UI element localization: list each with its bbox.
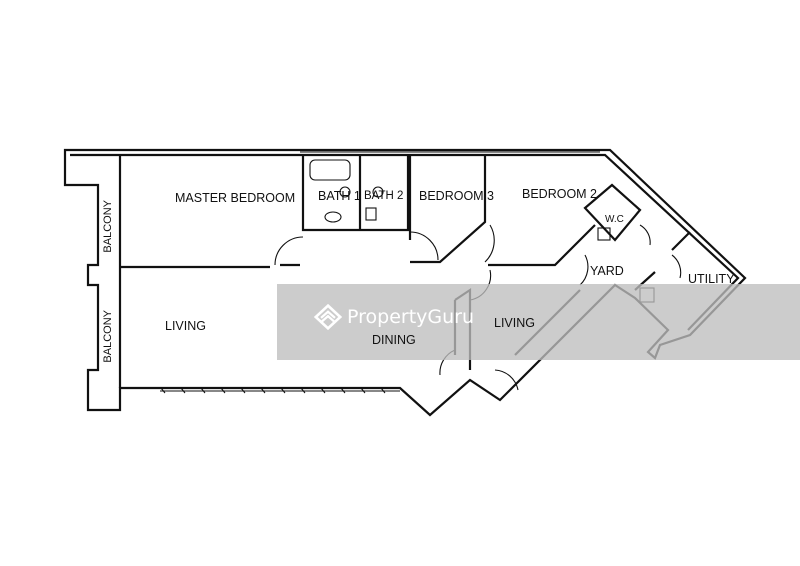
label-yard: YARD <box>590 264 624 278</box>
label-balcony-bottom: BALCONY <box>102 310 114 363</box>
watermark-text: PropertyGuru <box>347 306 475 328</box>
watermark-band <box>277 284 800 360</box>
label-living-left: LIVING <box>165 319 206 333</box>
label-utility: UTILITY <box>688 272 735 286</box>
label-bedroom-3: BEDROOM 3 <box>419 189 495 203</box>
label-living-right: LIVING <box>494 316 535 330</box>
label-dining: DINING <box>372 333 416 347</box>
watermark: PropertyGuru <box>313 303 474 331</box>
label-master-bedroom: MASTER BEDROOM <box>175 191 296 205</box>
walls <box>63 148 747 417</box>
label-bedroom-2: BEDROOM 2 <box>522 187 598 201</box>
label-wc: W.C <box>605 214 624 225</box>
label-bath-2: BATH 2 <box>364 190 404 202</box>
label-bath-1: BATH 1 <box>318 189 361 203</box>
label-balcony-top: BALCONY <box>102 200 114 253</box>
propertyguru-logo-icon <box>313 303 343 331</box>
